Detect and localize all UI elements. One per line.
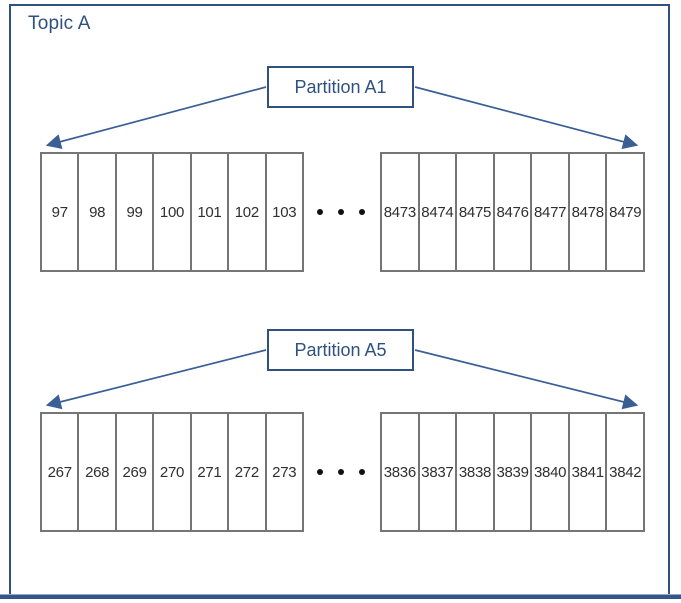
offset-cell: 271	[192, 414, 230, 530]
offset-cell: 3837	[420, 414, 458, 530]
ellipsis-dot	[338, 469, 344, 475]
partition-a1-label: Partition A1	[294, 76, 387, 97]
offset-cell: 267	[42, 414, 80, 530]
offset-cell: 8477	[532, 154, 570, 270]
offset-cell: 273	[272, 463, 297, 481]
offset-cell: 98	[79, 154, 117, 270]
partition-a1-right-segment: 8473 8474 8475 8476 8477 8478 8479	[380, 152, 645, 272]
offset-cell: 8473	[382, 154, 420, 270]
partition-a5-right-segment: 3836 3837 3838 3839 3840 3841 3842	[380, 412, 645, 532]
topic-label: Topic A	[28, 13, 91, 34]
offset-cell: 8479	[609, 203, 642, 221]
ellipsis-dot	[359, 469, 365, 475]
partition-a1-label-box: Partition A1	[267, 66, 414, 108]
offset-cell: 272	[229, 414, 267, 530]
offset-cell: 268	[79, 414, 117, 530]
offset-cell: 3839	[495, 414, 533, 530]
bottom-border-bar	[0, 594, 681, 599]
offset-cell: 270	[154, 414, 192, 530]
ellipsis-dot	[317, 209, 323, 215]
offset-cell: 100	[154, 154, 192, 270]
offset-cell: 101	[192, 154, 230, 270]
ellipsis-dot	[317, 469, 323, 475]
offset-cell: 97	[42, 154, 80, 270]
offset-cell: 8475	[457, 154, 495, 270]
ellipsis-dot	[359, 209, 365, 215]
partition-a5-label: Partition A5	[294, 339, 387, 360]
ellipsis-dot	[338, 209, 344, 215]
partition-a5-left-segment: 267 268 269 270 271 272 273	[40, 412, 304, 532]
offset-cell: 8478	[570, 154, 608, 270]
offset-cell: 3842	[609, 463, 642, 481]
offset-cell: 3840	[532, 414, 570, 530]
offset-cell: 269	[117, 414, 155, 530]
partition-a5-label-box: Partition A5	[267, 329, 414, 371]
offset-cell: 8474	[420, 154, 458, 270]
partition-a1-left-segment: 97 98 99 100 101 102 103	[40, 152, 304, 272]
offset-cell: 102	[229, 154, 267, 270]
offset-cell: 8476	[495, 154, 533, 270]
offset-cell: 3838	[457, 414, 495, 530]
offset-cell: 3841	[570, 414, 608, 530]
offset-cell: 99	[117, 154, 155, 270]
offset-cell: 103	[272, 203, 297, 221]
ellipsis-dots	[317, 206, 365, 218]
ellipsis-dots	[317, 466, 365, 478]
offset-cell: 3836	[382, 414, 420, 530]
